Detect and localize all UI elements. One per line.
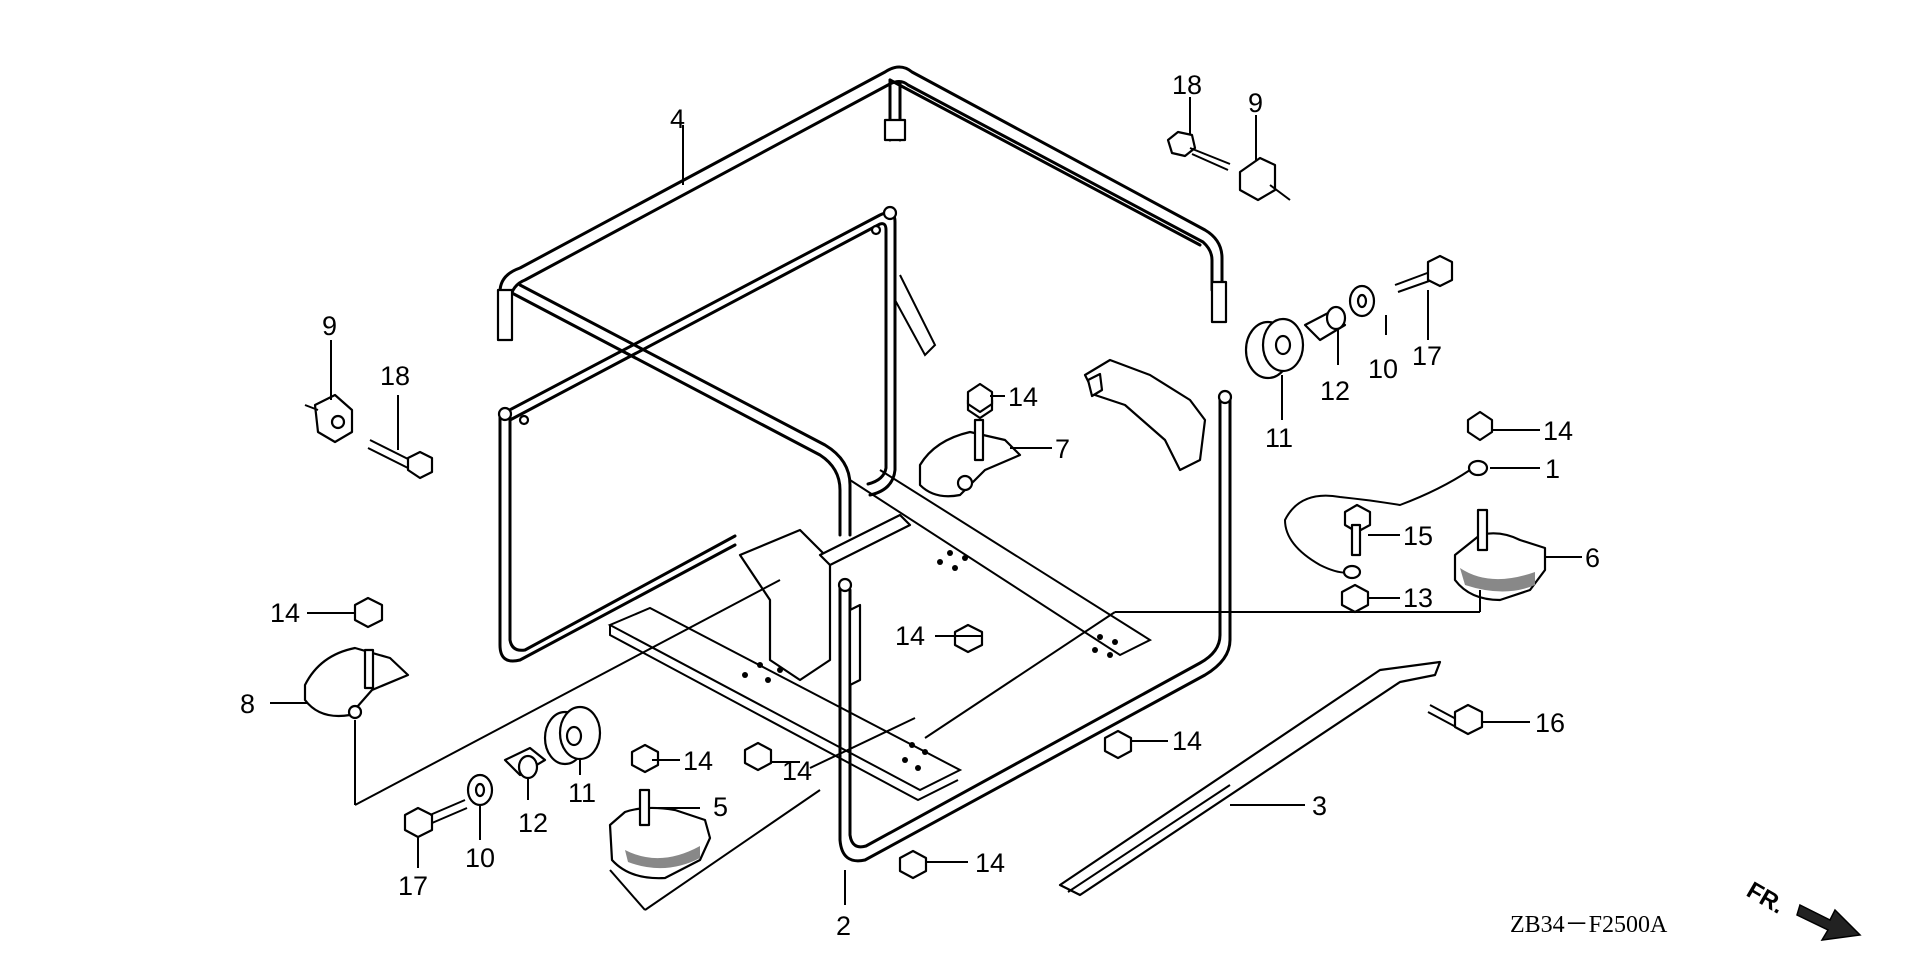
callout-14-rail-a: 14 xyxy=(782,756,812,786)
callout-6: 6 xyxy=(1585,543,1600,573)
bolt-16 xyxy=(1427,703,1484,736)
callout-9-top: 9 xyxy=(1248,88,1263,118)
side-rail-3 xyxy=(1058,660,1442,897)
callout-14-center: 14 xyxy=(895,621,925,651)
callout-14-rail-b: 14 xyxy=(1172,726,1202,756)
callout-labels: 4 18 9 9 18 17 10 12 11 14 7 14 1 15 6 1… xyxy=(240,70,1600,941)
nut-14-top xyxy=(966,382,994,414)
callout-18-left: 18 xyxy=(380,361,410,391)
clamp-9-left xyxy=(304,393,354,444)
bolt-15 xyxy=(1343,503,1372,557)
top-handle-part-4 xyxy=(496,65,1228,537)
bolt-18-left xyxy=(367,439,434,480)
direction-label: FR. xyxy=(1742,877,1789,920)
callout-10-right: 10 xyxy=(1368,354,1398,384)
callout-9-left: 9 xyxy=(322,311,337,341)
callout-12-right: 12 xyxy=(1320,376,1350,406)
rubber-11-right xyxy=(1244,317,1305,380)
nut-14-rail-b xyxy=(1103,729,1133,760)
mount-8 xyxy=(303,596,410,720)
bolt-17-right xyxy=(1394,254,1454,293)
callout-14-bottom: 14 xyxy=(975,848,1005,878)
callout-3: 3 xyxy=(1312,791,1327,821)
ground-cable-1 xyxy=(1283,459,1489,580)
nut-13 xyxy=(1340,583,1370,614)
diagram-code: ZB34－F2500A xyxy=(1510,912,1668,938)
callout-15: 15 xyxy=(1403,521,1433,551)
callout-13: 13 xyxy=(1403,583,1433,613)
callout-17-right: 17 xyxy=(1412,341,1442,371)
callout-18-top: 18 xyxy=(1172,70,1202,100)
clamp-9-top xyxy=(1238,156,1291,202)
arrow-icon xyxy=(1796,903,1862,941)
mount-6 xyxy=(1453,410,1547,602)
mount-5 xyxy=(608,743,712,880)
callout-16: 16 xyxy=(1535,708,1565,738)
callout-5: 5 xyxy=(713,792,728,822)
main-frame-part-2 xyxy=(497,205,1233,863)
rubber-11-left xyxy=(543,705,602,766)
callout-14-mount5: 14 xyxy=(683,746,713,776)
bolt-17-left xyxy=(403,799,468,839)
callout-1: 1 xyxy=(1545,454,1560,484)
mount-7 xyxy=(918,390,1022,498)
callout-12-left: 12 xyxy=(518,808,548,838)
nut-14-bottom xyxy=(898,849,928,880)
bolt-18-top xyxy=(1166,130,1231,171)
nut-14-center xyxy=(953,623,984,654)
callout-17-left: 17 xyxy=(398,871,428,901)
callout-11-right: 11 xyxy=(1265,423,1293,453)
callout-11-left: 11 xyxy=(568,778,596,808)
front-direction-arrow: FR. xyxy=(1742,877,1862,941)
collar-12-left xyxy=(503,746,547,780)
washer-10-left xyxy=(466,773,494,807)
callout-14-mount7: 14 xyxy=(1008,382,1038,412)
nut-14-rail-a xyxy=(743,741,773,772)
collar-12-right xyxy=(1303,305,1347,342)
callout-10-left: 10 xyxy=(465,843,495,873)
callout-14-left-mount: 14 xyxy=(270,598,300,628)
callout-7: 7 xyxy=(1055,434,1070,464)
callout-8: 8 xyxy=(240,689,255,719)
bracket-top-right xyxy=(1083,358,1207,472)
callout-2: 2 xyxy=(836,911,851,941)
washer-10-right xyxy=(1348,284,1376,318)
leader-lines xyxy=(270,97,1582,911)
callout-4: 4 xyxy=(670,104,685,134)
callout-14-mount6: 14 xyxy=(1543,416,1573,446)
